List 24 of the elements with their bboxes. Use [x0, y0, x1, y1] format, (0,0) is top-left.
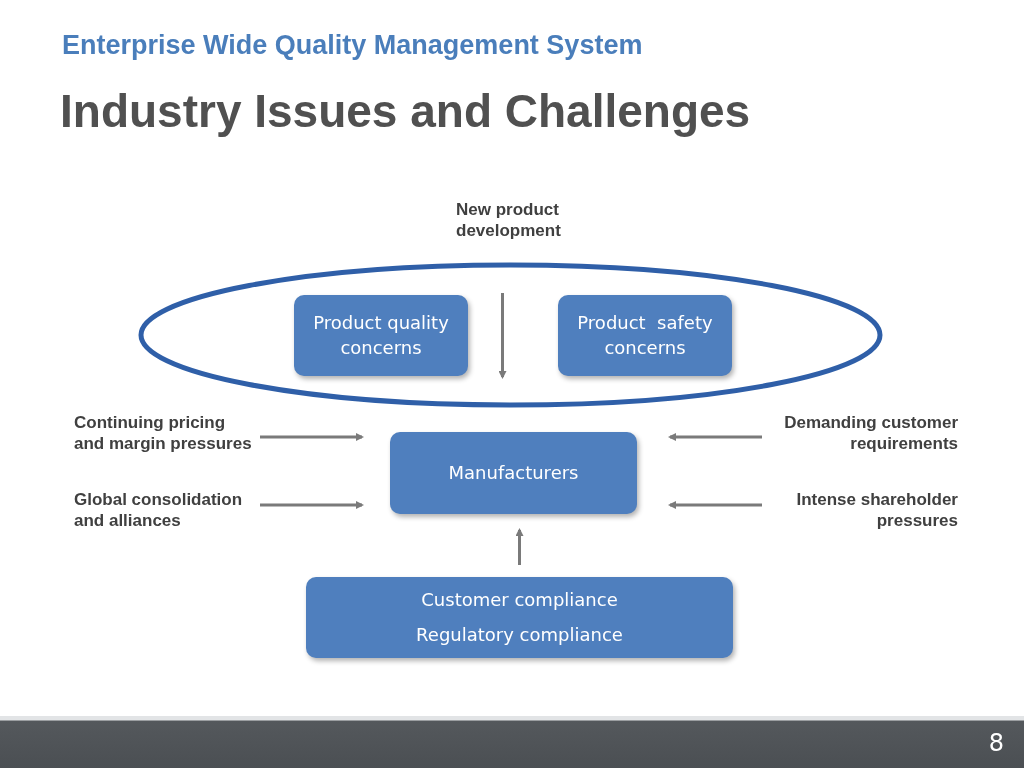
process-box	[306, 577, 733, 658]
issue-text: Global consolidation and alliances	[74, 490, 256, 534]
issue-text: Continuing pricing and margin pressures	[74, 413, 256, 457]
subtitle: Enterprise Wide Quality Management System	[62, 30, 643, 61]
box-text: Customer compliance	[421, 588, 618, 613]
box-text: Product quality concerns	[312, 311, 450, 360]
process-box	[390, 432, 637, 514]
issue-text: New product development	[456, 200, 586, 244]
title: Industry Issues and Challenges	[60, 84, 751, 138]
arrow	[260, 501, 364, 509]
process-box	[558, 295, 732, 376]
arrow	[668, 501, 762, 509]
process-box	[294, 295, 468, 376]
box-text: Regulatory compliance	[416, 622, 623, 647]
issue-text: Intense shareholder pressures	[764, 490, 958, 534]
arrow	[515, 528, 524, 565]
page-number: 8	[988, 729, 1004, 757]
issue-text: Demanding customer requirements	[764, 413, 958, 457]
box-text: Product safety concerns	[576, 311, 714, 360]
ellipse-shape	[138, 262, 883, 408]
arrow	[498, 293, 507, 379]
arrow	[668, 433, 762, 441]
box-text: Manufacturers	[448, 460, 579, 485]
arrow	[260, 433, 364, 441]
